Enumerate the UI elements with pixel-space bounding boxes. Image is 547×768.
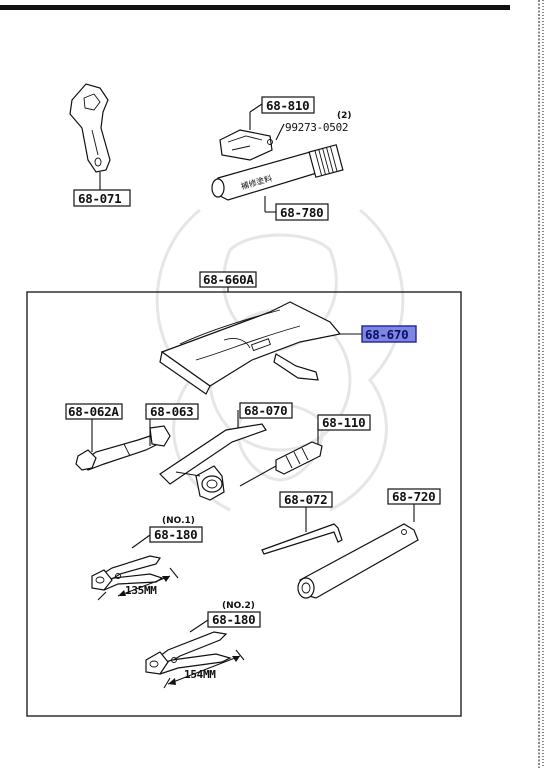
part-68-071-drawing bbox=[69, 83, 111, 190]
label-68-070: 68-070 bbox=[244, 403, 287, 418]
label-68-720: 68-720 bbox=[392, 489, 435, 504]
part-68-720-drawing bbox=[297, 523, 419, 599]
part-68-072-drawing bbox=[261, 523, 343, 555]
label-68-810: 68-810 bbox=[266, 98, 309, 113]
part-68-810-drawing bbox=[219, 103, 285, 161]
label-box-68-071 bbox=[73, 189, 131, 207]
label-68-071: 68-071 bbox=[78, 191, 121, 206]
part-68-180-no2-drawing bbox=[145, 631, 232, 675]
label-box-68-063 bbox=[145, 403, 199, 420]
label-box-68-810 bbox=[261, 96, 315, 114]
label-box-68-110 bbox=[317, 414, 371, 431]
label-68-670[interactable]: 68-670 bbox=[365, 327, 409, 342]
label-box-68-180-no2 bbox=[207, 611, 261, 628]
dimension-135 bbox=[97, 567, 179, 601]
label-68-062A: 68-062A bbox=[68, 404, 119, 419]
label-box-68-660A bbox=[199, 271, 257, 288]
no1-label: (NO.1) bbox=[162, 516, 195, 526]
part-68-062A-drawing bbox=[75, 425, 171, 471]
label-box-68-062A bbox=[65, 403, 123, 420]
part-68-070-drawing bbox=[159, 423, 267, 501]
dim-154mm: 154MM bbox=[184, 668, 216, 681]
no2-label: (NO.2) bbox=[222, 601, 255, 611]
part-68-110-drawing bbox=[239, 441, 323, 487]
part-68-180-no1-drawing bbox=[91, 555, 164, 591]
label-box-68-180-no1 bbox=[149, 526, 203, 543]
label-68-180-no1: 68-180 bbox=[154, 527, 197, 542]
label-68-180-no2: 68-180 bbox=[212, 612, 255, 627]
label-box-68-780 bbox=[275, 203, 329, 221]
qty-99273: (2) bbox=[337, 111, 352, 121]
label-box-68-070 bbox=[239, 402, 293, 419]
label-99273-0502: 99273-0502 bbox=[285, 121, 348, 134]
label-68-072: 68-072 bbox=[284, 492, 327, 507]
label-68-110: 68-110 bbox=[322, 415, 365, 430]
label-box-68-670-highlight[interactable] bbox=[361, 325, 417, 343]
label-68-780: 68-780 bbox=[280, 205, 323, 220]
dimension-154 bbox=[163, 649, 245, 689]
kit-frame bbox=[26, 291, 462, 717]
right-border bbox=[538, 0, 544, 768]
part-68-670-drawing bbox=[159, 301, 362, 395]
label-68-063: 68-063 bbox=[150, 404, 193, 419]
header-rule bbox=[0, 5, 510, 10]
part-68-780-drawing: 補修塗料 bbox=[211, 144, 344, 213]
label-68-660A: 68-660A bbox=[203, 272, 254, 287]
dim-135mm: 135MM bbox=[125, 584, 157, 597]
